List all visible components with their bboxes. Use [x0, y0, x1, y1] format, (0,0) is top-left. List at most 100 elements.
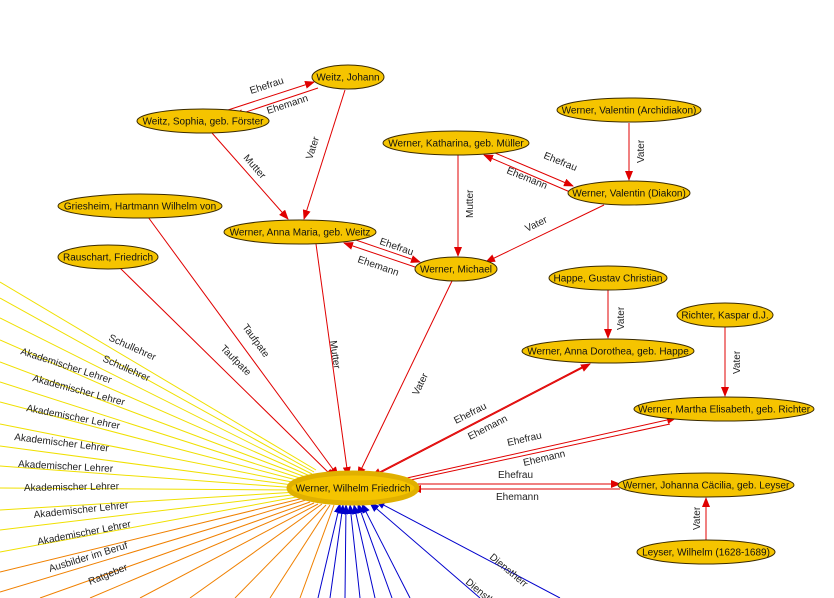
edge-label: Mutter: [327, 340, 342, 370]
mentor-edge: [139, 503, 319, 598]
fan-label: Akademischer Lehrer: [18, 459, 114, 475]
edge-label: Ehefrau: [506, 430, 543, 449]
teacher-edge: [0, 317, 313, 475]
fan-label: Akademischer Lehrer: [24, 481, 120, 494]
edge-label: Vater: [692, 506, 703, 530]
node-label: Richter, Kaspar d.J.: [681, 311, 768, 322]
edge-ehemann-weitz: [233, 87, 319, 117]
teacher-edge: [0, 487, 299, 491]
node-richter-kaspar[interactable]: Richter, Kaspar d.J.: [676, 302, 774, 328]
teacher-edge: [0, 445, 301, 487]
teacher-edge: [0, 281, 317, 471]
edge-label: Vater: [304, 135, 322, 161]
fan-label: Akademischer Lehrer: [14, 432, 110, 455]
teacher-edges: [0, 281, 335, 598]
edge-taufpate-griesheim: [147, 216, 339, 477]
node-label: Werner, Katharina, geb. Müller: [388, 139, 524, 150]
teacher-edge: [0, 297, 315, 473]
mentor-edge: [0, 497, 305, 573]
employer-edge: [346, 504, 361, 598]
node-label: Werner, Michael: [420, 265, 492, 276]
employer-edges: [317, 500, 561, 598]
fan-label: Akademischer Lehrer: [25, 403, 121, 432]
teacher-edge: [0, 401, 305, 483]
edge-label: Ehemann: [496, 492, 539, 503]
edge-label: Mutter: [465, 189, 476, 218]
node-leyser-wilhelm[interactable]: Leyser, Wilhelm (1628-1689): [636, 539, 776, 565]
node-werner-wilhelm-friedrich[interactable]: Werner, Wilhelm Friedrich: [286, 470, 420, 506]
teacher-edge: [0, 465, 299, 489]
fan-label: Akademischer Lehrer: [31, 373, 126, 408]
employer-edge: [352, 504, 376, 598]
edge-vater-johann: [302, 89, 346, 220]
node-werner-katharina[interactable]: Werner, Katharina, geb. Müller: [382, 130, 530, 156]
edge-ehefrau-michael: [349, 237, 421, 263]
node-weitz-sophia[interactable]: Weitz, Sophia, geb. Förster: [136, 108, 270, 134]
mentor-edge: [269, 504, 331, 598]
edge-label: Ehemann: [266, 93, 310, 117]
edge-label: Taufpate: [240, 322, 272, 360]
edge-label: Vater: [616, 306, 627, 330]
teacher-edge: [0, 493, 301, 531]
mentor-edge: [89, 502, 315, 598]
edge-ehefrau-valentin: [487, 149, 574, 187]
node-label: Werner, Valentin (Diakon): [572, 189, 686, 200]
edge-label: Taufpate: [218, 343, 253, 378]
node-werner-anna-maria[interactable]: Werner, Anna Maria, geb. Weitz: [223, 219, 377, 245]
teacher-edge: [0, 495, 303, 553]
edge-labels: Ehefrau Ehemann Mutter Vater Ehefrau Ehe…: [14, 76, 743, 598]
node-label: Griesheim, Hartmann Wilhelm von: [64, 202, 216, 213]
teacher-edge: [0, 381, 307, 481]
edge-label: Vater: [732, 350, 743, 374]
family-edges: [119, 80, 729, 540]
mentor-edge: [234, 504, 327, 598]
node-weitz-johann[interactable]: Weitz, Johann: [311, 64, 385, 90]
node-rauschart[interactable]: Rauschart, Friedrich: [57, 244, 159, 270]
edge-label: Dienstherr: [487, 552, 530, 591]
edge-vater-diakon: [485, 204, 605, 263]
edge-taufpate-rauschart: [119, 267, 335, 479]
node-label: Happe, Gustav Christian: [554, 274, 663, 285]
edge-ehemann-dorothea: [371, 365, 585, 477]
edge-label: Vater: [411, 371, 431, 397]
node-label: Werner, Valentin (Archidiakon): [562, 106, 697, 117]
edge-label: Ehemann: [356, 254, 400, 278]
node-werner-anna-dorothea[interactable]: Werner, Anna Dorothea, geb. Happe: [521, 338, 695, 364]
mentor-edge: [189, 503, 323, 598]
node-werner-michael[interactable]: Werner, Michael: [414, 256, 498, 282]
edge-label: Ehefrau: [498, 470, 533, 481]
edge-ehemann-valentin: [483, 154, 571, 193]
node-werner-martha[interactable]: Werner, Martha Elisabeth, geb. Richter: [633, 396, 815, 422]
edge-ehefrau-martha: [397, 416, 677, 481]
teacher-edge: [0, 423, 303, 485]
node-werner-valentin-archidiakon[interactable]: Werner, Valentin (Archidiakon): [556, 97, 702, 123]
node-happe-gustav[interactable]: Happe, Gustav Christian: [548, 265, 668, 291]
node-label: Werner, Anna Dorothea, geb. Happe: [527, 347, 689, 358]
node-label: Werner, Martha Elisabeth, geb. Richter: [638, 405, 811, 416]
node-griesheim[interactable]: Griesheim, Hartmann Wilhelm von: [57, 193, 223, 219]
edge-label: Dienstherr: [463, 577, 506, 598]
edge-label: Ehefrau: [452, 401, 488, 427]
node-werner-valentin-diakon[interactable]: Werner, Valentin (Diakon): [567, 180, 691, 206]
mentor-edge: [299, 504, 335, 598]
employer-edge: [341, 504, 350, 598]
employer-edge: [317, 503, 342, 598]
edge-label: Ehemann: [505, 166, 549, 192]
nodes: Weitz, Johann Weitz, Sophia, geb. Förste…: [57, 64, 815, 565]
edge-mutter-anna-maria: [315, 243, 351, 477]
node-label: Weitz, Sophia, geb. Förster: [143, 117, 265, 128]
teacher-edge: [0, 361, 309, 479]
employer-edge: [361, 503, 411, 598]
employer-edge: [369, 502, 481, 598]
edge-mutter-sophia: [211, 132, 289, 220]
fan-label: Akademischer Lehrer: [33, 500, 129, 521]
edge-label: Vater: [523, 214, 549, 234]
node-werner-johanna[interactable]: Werner, Johanna Cäcilia, geb. Leyser: [617, 472, 795, 498]
node-label: Werner, Johanna Cäcilia, geb. Leyser: [623, 481, 790, 492]
mentor-edge: [39, 501, 311, 598]
node-label: Leyser, Wilhelm (1628-1689): [642, 548, 770, 559]
mentor-edge: [0, 499, 307, 593]
edge-label: Ehefrau: [378, 236, 415, 258]
edge-vater-michael: [357, 280, 453, 477]
